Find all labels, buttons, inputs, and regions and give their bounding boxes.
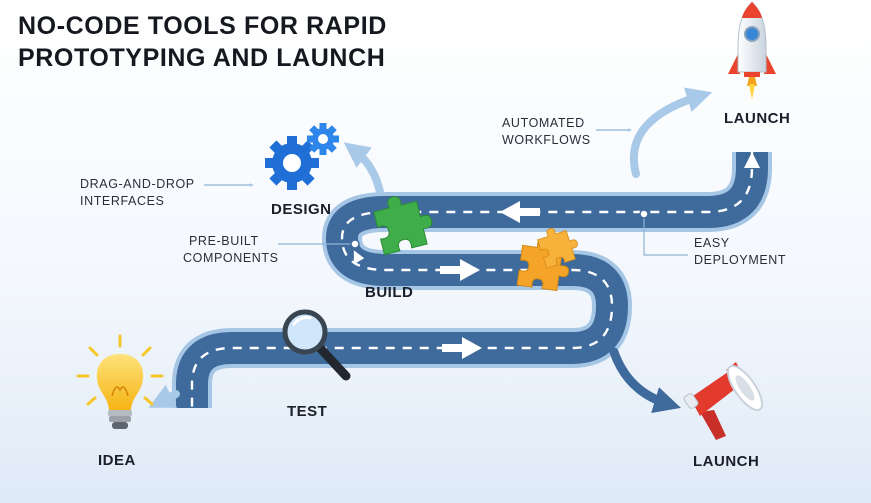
callout-line: AUTOMATED [502, 116, 585, 130]
arrow-to-rocket [629, 87, 713, 178]
rocket-icon [728, 1, 776, 100]
arrow-left-icon [500, 201, 540, 223]
puzzle-icon [373, 196, 578, 292]
callout-line: COMPONENTS [183, 251, 279, 265]
callout-dot [350, 239, 360, 249]
stage-label-idea: IDEA [98, 452, 136, 469]
callout-line: PRE-BUILT [189, 234, 259, 248]
arrow-down-icon [353, 250, 365, 265]
road-center-dashes [190, 152, 754, 408]
callout-lines [204, 128, 688, 256]
stage-label-test: TEST [287, 403, 328, 420]
stage-label-launch-top: LAUNCH [724, 110, 791, 127]
arrow-to-idea [148, 384, 180, 408]
page-title: NO-CODE TOOLS FOR RAPID PROTOTYPING AND … [18, 10, 478, 74]
arrow-to-design [343, 142, 384, 196]
callout-line: DEPLOYMENT [694, 253, 787, 267]
callout-pre-built: PRE-BUILT COMPONENTS [183, 233, 279, 267]
megaphone-icon [683, 362, 764, 440]
callout-line: WORKFLOWS [502, 133, 591, 147]
magnifier-icon [282, 309, 351, 381]
callout-line: EASY [694, 236, 730, 250]
stage-label-design: DESIGN [271, 201, 332, 218]
light-bulb-icon [76, 334, 164, 429]
title-line-2: PROTOTYPING AND LAUNCH [18, 44, 386, 72]
arrow-right-icon [440, 259, 480, 281]
road [172, 148, 772, 408]
title-line-1: NO-CODE TOOLS FOR RAPID [18, 12, 387, 40]
gears-icon [265, 123, 339, 190]
callout-dot [639, 209, 649, 219]
arrow-right-icon [442, 337, 482, 359]
road-direction-arrows [353, 152, 760, 359]
callout-drag-and-drop: DRAG-AND-DROP INTERFACES [80, 176, 195, 210]
callout-line: DRAG-AND-DROP [80, 177, 195, 191]
stage-label-build: BUILD [365, 284, 414, 301]
flow-arrows [148, 87, 713, 408]
stage-label-launch-bottom: LAUNCH [693, 453, 760, 470]
callout-easy-deployment: EASY DEPLOYMENT [694, 235, 786, 269]
arrow-up-icon [744, 152, 760, 168]
arrow-to-megaphone [609, 347, 681, 414]
callout-line: INTERFACES [80, 194, 165, 208]
callout-automated-workflows: AUTOMATED WORKFLOWS [502, 115, 591, 149]
